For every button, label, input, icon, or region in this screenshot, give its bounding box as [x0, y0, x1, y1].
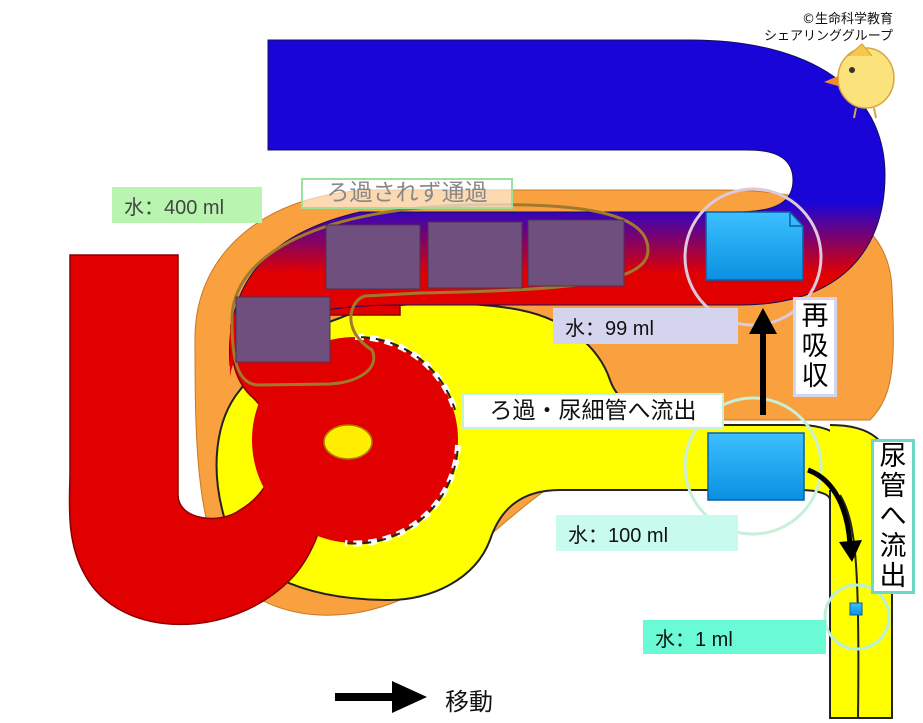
- urine-char-5: 出: [879, 560, 907, 592]
- urine-char-3: へ: [879, 500, 907, 532]
- urine-outflow-label: 尿 管 へ 流 出: [871, 439, 915, 594]
- reabsorption-char-3: 収: [801, 361, 829, 392]
- chick-illustration: [824, 43, 895, 119]
- urine-char-4: 流: [879, 530, 907, 562]
- copyright-line-2: シェアリンググループ: [764, 29, 893, 44]
- water-100-label: 水：100 ml: [556, 515, 738, 551]
- water-99-label: 水：99 ml: [553, 308, 738, 344]
- label-filtration-out: ろ過・尿細管へ流出: [462, 393, 724, 429]
- urine-circle: [823, 583, 891, 651]
- label-not-filtered: ろ過されず通過: [301, 178, 513, 209]
- water-block-reabsorbed: [705, 211, 804, 281]
- solute-blocks: [235, 219, 625, 363]
- reabsorption-char-1: 再: [801, 301, 829, 332]
- water-block-filtrate: [707, 432, 805, 501]
- urine-char-2: 管: [879, 470, 907, 502]
- water-block-urine: [849, 602, 863, 616]
- reabsorption-label: 再 吸 収: [793, 297, 837, 397]
- move-legend-label: 移動: [445, 688, 493, 716]
- urine-char-1: 尿: [879, 440, 907, 472]
- water-400-label: 水：400 ml: [112, 187, 262, 223]
- reabsorb-circle: [683, 187, 823, 327]
- filtrate-circle: [683, 396, 823, 536]
- glomerulus-core: [323, 424, 373, 460]
- to-duct-arrow: [807, 467, 853, 546]
- reabsorption-char-2: 吸: [801, 331, 829, 362]
- water-1-label: 水：1 ml: [643, 620, 826, 654]
- copyright-line-1: ©生命科学教育: [801, 12, 893, 27]
